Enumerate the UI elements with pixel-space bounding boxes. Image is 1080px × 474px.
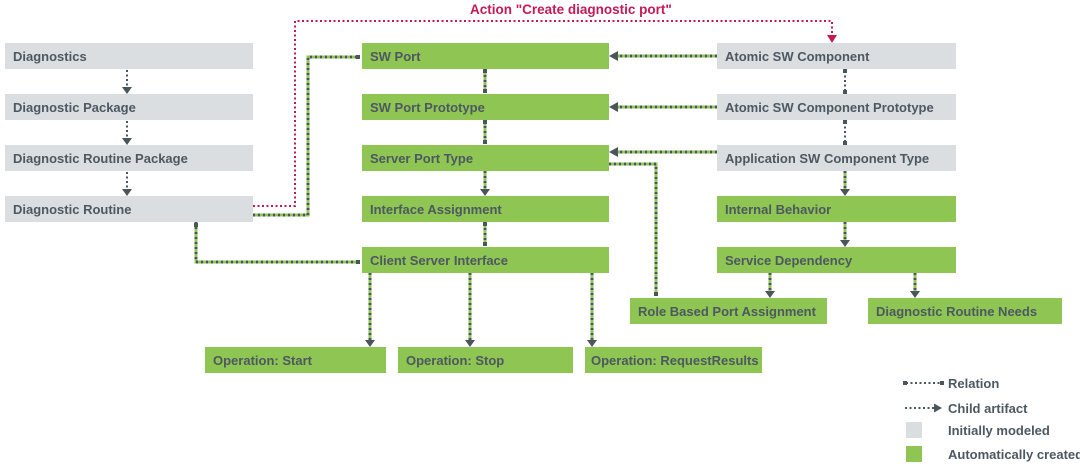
arrow-down-icon — [122, 87, 132, 94]
arrow-down-icon — [840, 189, 850, 196]
arrow-down-icon — [910, 291, 920, 298]
arrow-down-icon — [122, 189, 132, 196]
diagroutine-csi-relation — [194, 222, 360, 264]
right-column-relations — [843, 69, 847, 145]
node-role-based-port-assignment: Role Based Port Assignment — [630, 298, 827, 324]
arrow-right-icon — [934, 403, 942, 413]
action-create-diagnostic-port-line — [253, 20, 837, 207]
arrow-down-icon — [480, 189, 490, 196]
right-column-child-arrows — [765, 171, 920, 298]
node-diagnostic-package: Diagnostic Package — [5, 94, 253, 120]
serverporttype-rbpa-relation — [609, 162, 658, 296]
arrow-down-icon — [840, 240, 850, 247]
arrow-down-icon — [587, 340, 597, 347]
csi-operation-arrows — [365, 273, 597, 347]
left-column-child-arrows — [122, 70, 132, 196]
arrow-left-icon — [609, 147, 618, 157]
action-label: Action "Create diagnostic port" — [470, 2, 672, 17]
node-operation-stop: Operation: Stop — [398, 347, 573, 373]
arrow-left-icon — [609, 51, 618, 61]
legend-initially-modeled-swatch — [906, 422, 922, 438]
arrow-down-icon — [465, 340, 475, 347]
legend-child-artifact-label: Child artifact — [948, 401, 1028, 416]
component-to-port-arrows — [609, 51, 717, 157]
arrow-down-icon — [827, 35, 837, 43]
diagroutine-swport-relation — [253, 55, 360, 217]
node-interface-assignment: Interface Assignment — [362, 196, 609, 222]
node-sw-port-prototype: SW Port Prototype — [362, 94, 609, 120]
legend-samples — [903, 381, 944, 413]
arrow-down-icon — [122, 138, 132, 145]
node-internal-behavior: Internal Behavior — [717, 196, 956, 222]
node-atomic-sw-component: Atomic SW Component — [717, 43, 956, 69]
arrow-down-icon — [765, 291, 775, 298]
node-diagnostic-routine-package: Diagnostic Routine Package — [5, 145, 253, 171]
node-sw-port: SW Port — [362, 43, 609, 69]
node-service-dependency: Service Dependency — [717, 247, 956, 273]
node-diagnostic-routine-needs: Diagnostic Routine Needs — [868, 298, 1062, 324]
node-operation-start: Operation: Start — [205, 347, 386, 373]
legend-relation-label: Relation — [948, 376, 1000, 391]
node-operation-requestresults: Operation: RequestResults — [585, 347, 762, 373]
node-diagnostics: Diagnostics — [5, 43, 253, 69]
legend-automatically-created-label: Automatically created — [948, 447, 1080, 462]
middle-column-relations — [483, 69, 487, 246]
node-client-server-interface: Client Server Interface — [362, 247, 609, 273]
arrow-left-icon — [609, 102, 618, 112]
node-server-port-type: Server Port Type — [362, 145, 609, 171]
legend-automatically-created-swatch — [906, 446, 922, 462]
arrow-down-icon — [365, 340, 375, 347]
node-application-sw-component-type: Application SW Component Type — [717, 145, 956, 171]
node-diagnostic-routine: Diagnostic Routine — [5, 196, 253, 222]
legend-initially-modeled-label: Initially modeled — [948, 423, 1050, 438]
node-atomic-sw-component-prototype: Atomic SW Component Prototype — [717, 94, 956, 120]
middle-column-child-arrow — [480, 171, 490, 196]
